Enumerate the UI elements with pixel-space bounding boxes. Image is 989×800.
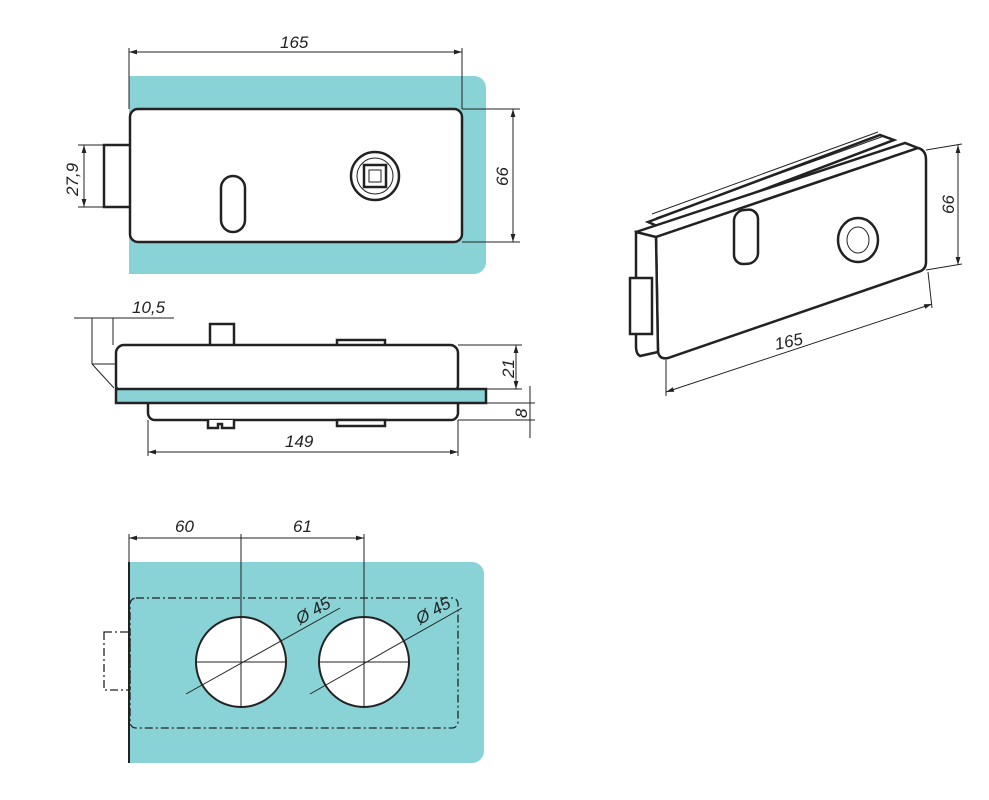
strike-iso (628, 276, 654, 336)
depth-label: 21 (499, 359, 518, 379)
glass-panel-cutout (129, 562, 484, 763)
bottom-plate (335, 418, 387, 428)
iso-width-label: 165 (773, 329, 805, 354)
slot (219, 174, 247, 234)
strike-outline (103, 631, 131, 691)
isometric-view: 66 165 (628, 131, 963, 396)
iso-height-label: 66 (939, 195, 958, 214)
strike-height-label: 27,9 (63, 162, 82, 197)
back-width-label: 149 (285, 432, 314, 451)
offset-label: 10,5 (132, 298, 166, 317)
cutout-view: 60 61 Ø 45 Ø 45 (103, 517, 484, 763)
side-view: 10,5 21 8 149 (74, 298, 535, 456)
strike-bolt (102, 143, 133, 209)
glass-edge (114, 387, 488, 405)
height-label: 66 (493, 167, 512, 186)
bottom-notch (206, 420, 236, 430)
key-cylinder (349, 150, 401, 202)
lock-body (128, 107, 464, 244)
slot-iso (732, 208, 760, 266)
front-body-side (114, 343, 460, 395)
front-view: 165 27,9 66 (63, 33, 520, 274)
bevel (91, 363, 116, 389)
glass-thickness-label: 8 (512, 408, 531, 418)
dist1-label: 60 (175, 517, 194, 536)
cylinder-iso (836, 216, 880, 264)
body-outline (129, 597, 459, 729)
width-label: 165 (280, 33, 309, 52)
top-knob (208, 322, 236, 348)
dist2-label: 61 (293, 517, 312, 536)
